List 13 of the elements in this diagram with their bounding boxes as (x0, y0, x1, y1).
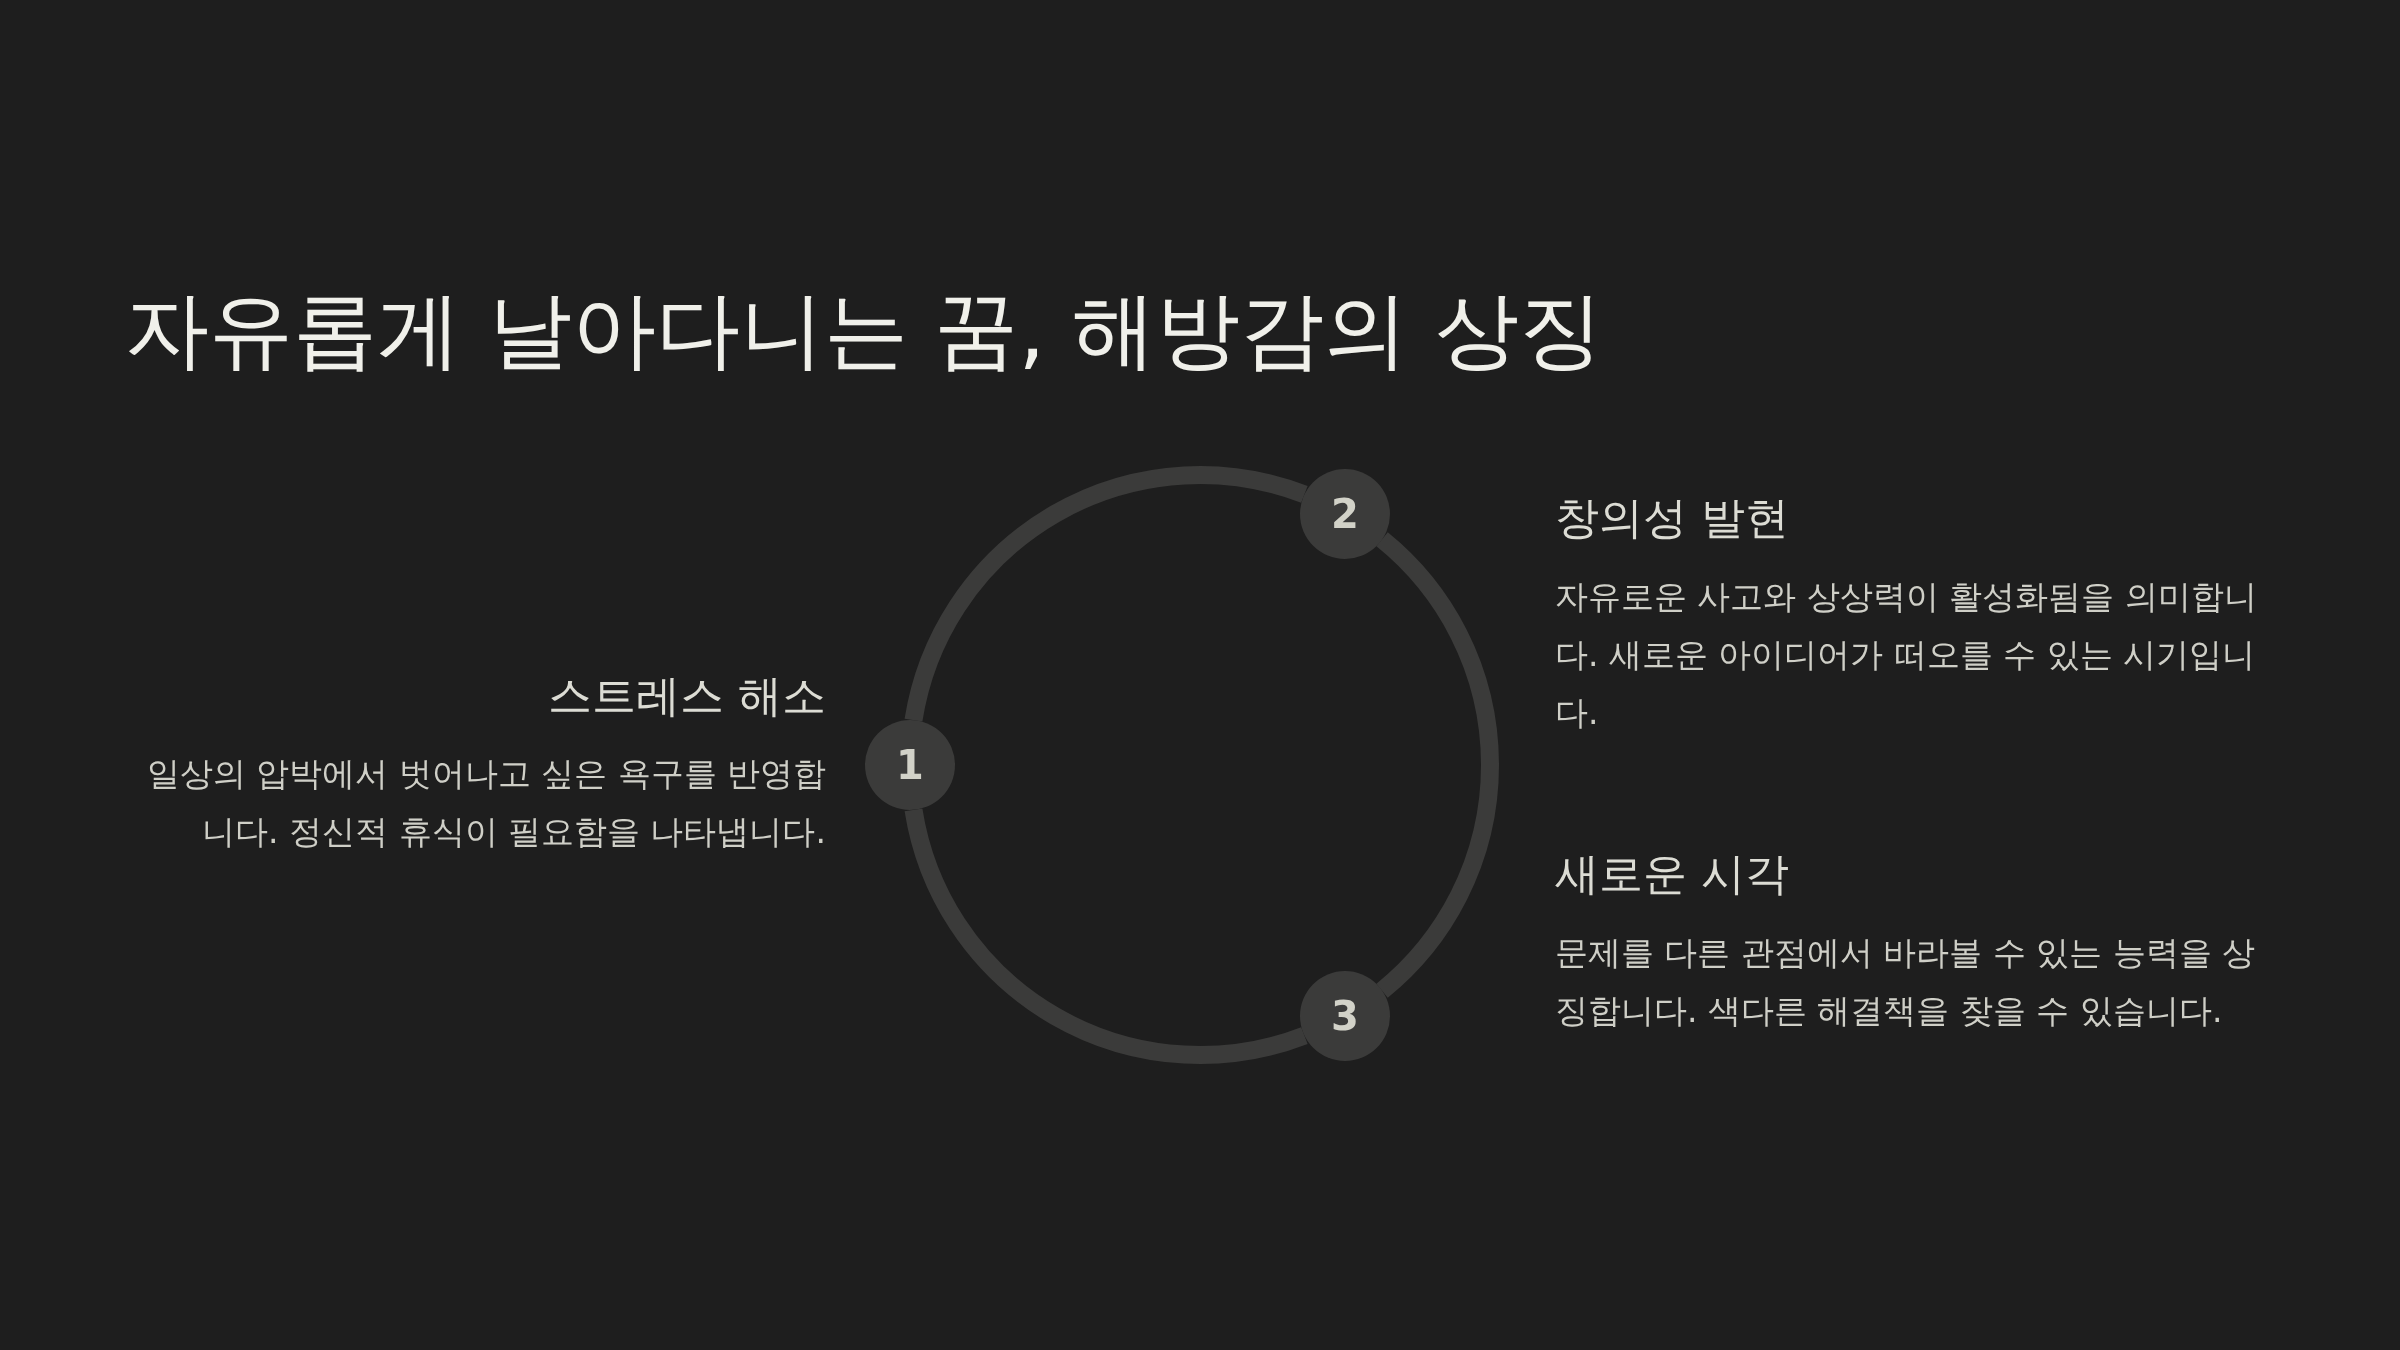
ring-arc (1376, 532, 1499, 998)
title: 자유롭게 날아다니는 꿈, 해방감의 상징 (125, 280, 1603, 381)
paragraph: 자유로운 사고와 상상력이 활성화됨을 의미합니다. 새로운 아이디어가 떠오를 수 있는 시기입니다. (1555, 576, 2258, 734)
paragraph: 일상의 압박에서 벗어나고 싶은 욕구를 반영합니다. 정신적 휴식이 필요함을 나타냅니다. (146, 753, 826, 853)
heading: 스트레스 해소 (548, 670, 826, 723)
number-badge: 3 (1300, 971, 1390, 1062)
heading: 창의성 발현 (1555, 492, 1789, 545)
paragraph: 문제를 다른 관점에서 바라볼 수 있는 능력을 상징합니다. 색다른 해결책을 찾을 수 있습니다. (1555, 932, 2257, 1032)
ring-arc (904, 807, 1308, 1064)
heading: 새로운 시각 (1555, 848, 1789, 901)
number-badge: 2 (1300, 468, 1390, 559)
number-badge: 1 (865, 720, 955, 810)
ring-arc (904, 466, 1308, 723)
